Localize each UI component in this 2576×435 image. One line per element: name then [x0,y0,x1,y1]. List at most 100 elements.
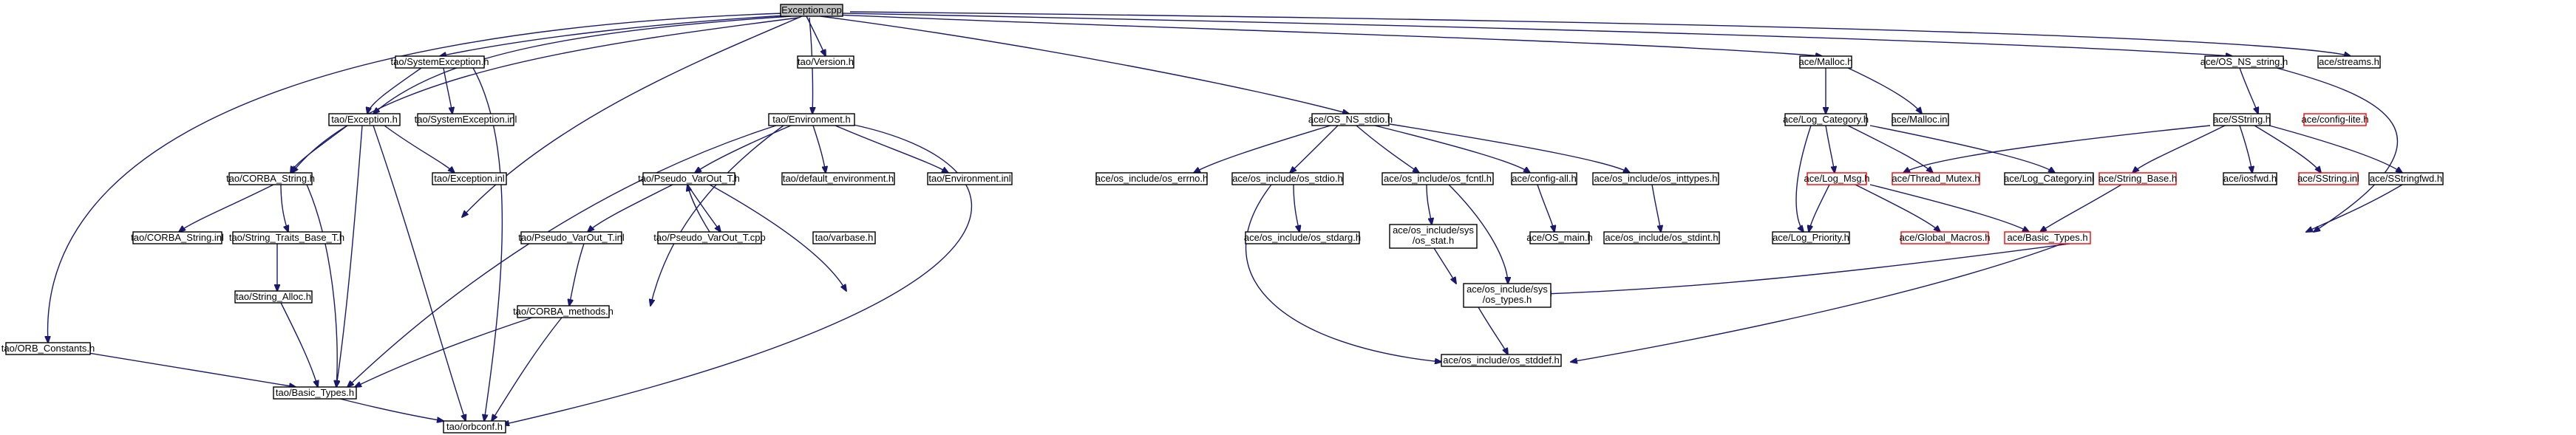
edge [1651,184,1661,232]
node-ace-log-category-h[interactable]: ace/Log_Category.h [1783,113,1869,126]
edge [88,352,296,387]
edge [347,125,777,387]
node-tao-environment-h[interactable]: tao/Environment.h [768,113,855,126]
node-label: ace/Log_Category.h [1783,114,1869,125]
node-label: tao/Pseudo_VarOut_T.inl [518,232,625,243]
node-label-line-2: /os_types.h [1483,294,1532,305]
node-ace-thread-mutex-h[interactable]: ace/Thread_Mutex.h [1892,172,1980,185]
node-label: ace/OS_main.h [1526,232,1593,243]
edge [835,125,948,173]
edge [339,398,444,421]
node-tao-varbase-h[interactable]: tao/varbase.h [812,231,876,244]
node-label: ace/Basic_Types.h [2007,232,2087,243]
node-label: ace/os_include/os_stddef.h [1443,354,1560,366]
node-label: tao/Basic_Types.h [276,387,354,398]
edge [2132,125,2226,173]
node-ace-sstring-inl[interactable]: ace/SString.inl [2297,172,2359,185]
edge [1545,243,2070,294]
node-ace-os-include-os-stddef-h[interactable]: ace/os_include/os_stddef.h [1441,354,1562,367]
edge [336,125,363,387]
edge [280,184,288,232]
node-ace-basic-types-h[interactable]: ace/Basic_Types.h [2004,231,2091,244]
node-ace-sstringfwd-h[interactable]: ace/SStringfwd.h [2368,172,2444,185]
node-ace-os-include-os-stdio-h[interactable]: ace/os_include/os_stdio.h [1231,172,1344,185]
node-ace-sstring-h[interactable]: ace/SString.h [2213,113,2271,126]
node-tao-default-environment-h[interactable]: tao/default_environment.h [781,172,895,185]
edge [306,184,337,387]
node-tao-corba-methods-h[interactable]: tao/CORBA_methods.h [513,305,614,318]
edge [1795,125,1812,232]
edge [492,317,563,421]
node-label: tao/default_environment.h [783,173,894,184]
node-ace-iosfwd-h[interactable]: ace/iosfwd.h [2223,172,2277,185]
node-label: tao/Exception.h [331,114,398,125]
node-tao-corba-string-inl[interactable]: tao/CORBA_String.inl [131,231,224,244]
node-tao-string-traits-base-t-h[interactable]: tao/String_Traits_Base_T.h [229,231,344,244]
node-label: ace/String_Base.h [2098,173,2177,184]
node-ace-log-category-inl[interactable]: ace/Log_Category.inl [2004,172,2094,185]
node-label: ace/os_include/os_stdarg.h [1244,232,1361,243]
node-tao-systemexception-inl[interactable]: tao/SystemException.inl [415,113,517,126]
node-ace-os-include-os-stdarg-h[interactable]: ace/os_include/os_stdarg.h [1244,231,1361,244]
edge [1869,125,2055,173]
node-tao-pseudo-varout-t-cpp[interactable]: tao/Pseudo_VarOut_T.cpp [653,231,766,244]
node-ace-os-ns-string-h[interactable]: ace/OS_NS_string.h [2201,55,2288,69]
node-label: ace/Global_Macros.h [1900,232,1991,243]
node-ace-config-all-h[interactable]: ace/config-all.h [1511,172,1577,185]
node-label: ace/Malloc.h [1799,56,1853,67]
edge [1426,184,1432,225]
edge [2239,67,2258,114]
node-label-line-1: ace/os_include/sys [1393,225,1474,236]
node-label: ace/Thread_Mutex.h [1892,173,1979,184]
node-tao-environment-inl[interactable]: tao/Environment.inl [927,172,1013,185]
edge [842,13,2232,56]
edge [849,11,2351,56]
node-ace-streams-h[interactable]: ace/streams.h [2317,55,2381,69]
node-tao-version-h[interactable]: tao/Version.h [797,55,854,69]
node-tao-orb-constants-h[interactable]: tao/ORB_Constants.h [1,342,95,355]
node-ace-os-ns-stdio-h[interactable]: ace/OS_NS_stdio.h [1308,113,1393,126]
node-ace-malloc-inl[interactable]: ace/Malloc.inl [1892,113,1950,126]
node-label: ace/os_include/os_errno.h [1095,173,1209,184]
node-ace-config-lite-h[interactable]: ace/config-lite.h [2301,113,2369,126]
node-tao-string-alloc-h[interactable]: tao/String_Alloc.h [234,290,313,304]
node-label: ace/Log_Msg.h [1804,173,1870,184]
node-tao-systemexception-h[interactable]: tao/SystemException.h [391,55,489,69]
node-label: ace/Log_Category.inl [2004,173,2094,184]
node-tao-basic-types-h[interactable]: tao/Basic_Types.h [273,386,357,400]
node-label: tao/ORB_Constants.h [1,343,95,354]
edge [373,16,792,114]
node-label: ace/os_include/os_fcntl.h [1384,173,1492,184]
node-label: ace/os_include/os_stdint.h [1605,232,1718,243]
node-tao-exception-h[interactable]: tao/Exception.h [328,113,401,126]
node-tao-pseudo-varout-t-inl[interactable]: tao/Pseudo_VarOut_T.inl [518,231,625,244]
node-tao-orbconf-h[interactable]: tao/orbconf.h [443,420,506,434]
node-ace-os-main-h[interactable]: ace/OS_main.h [1526,231,1593,244]
edges [48,11,2402,425]
node-label: tao/varbase.h [815,232,874,243]
node-label: ace/config-all.h [1512,173,1576,184]
node-label: tao/CORBA_String.inl [131,232,224,243]
node-ace-os-include-os-stdint-h[interactable]: ace/os_include/os_stdint.h [1603,231,1720,244]
node-exception-cpp[interactable]: Exception.cpp [780,4,843,17]
node-ace-log-priority-h[interactable]: ace/Log_Priority.h [1772,231,1850,244]
node-ace-global-macros-h[interactable]: ace/Global_Macros.h [1900,231,1991,244]
node-ace-os-include-sys-os-stat-h[interactable]: ace/os_include/sys /os_stat.h [1389,224,1478,249]
node-label: tao/CORBA_methods.h [513,306,614,317]
edge [687,184,721,232]
node-tao-pseudo-varout-t-h[interactable]: tao/Pseudo_VarOut_T.h [638,172,740,185]
node-ace-malloc-h[interactable]: ace/Malloc.h [1799,55,1853,69]
node-ace-os-include-os-errno-h[interactable]: ace/os_include/os_errno.h [1095,172,1209,185]
edge [709,184,846,291]
edge [280,302,318,387]
edge [650,125,784,306]
edge [1855,184,1940,232]
node-ace-log-msg-h[interactable]: ace/Log_Msg.h [1804,172,1870,185]
node-label: tao/Pseudo_VarOut_T.cpp [653,232,766,243]
node-ace-os-include-sys-os-types-h[interactable]: ace/os_include/sys /os_types.h [1463,283,1552,308]
node-ace-os-include-os-fcntl-h[interactable]: ace/os_include/os_fcntl.h [1382,172,1494,185]
node-tao-exception-inl[interactable]: tao/Exception.inl [432,172,507,185]
node-ace-string-base-h[interactable]: ace/String_Base.h [2098,172,2177,185]
node-tao-corba-string-h[interactable]: tao/CORBA_String.h [226,172,315,185]
node-ace-os-include-os-inttypes-h[interactable]: ace/os_include/os_inttypes.h [1592,172,1719,185]
